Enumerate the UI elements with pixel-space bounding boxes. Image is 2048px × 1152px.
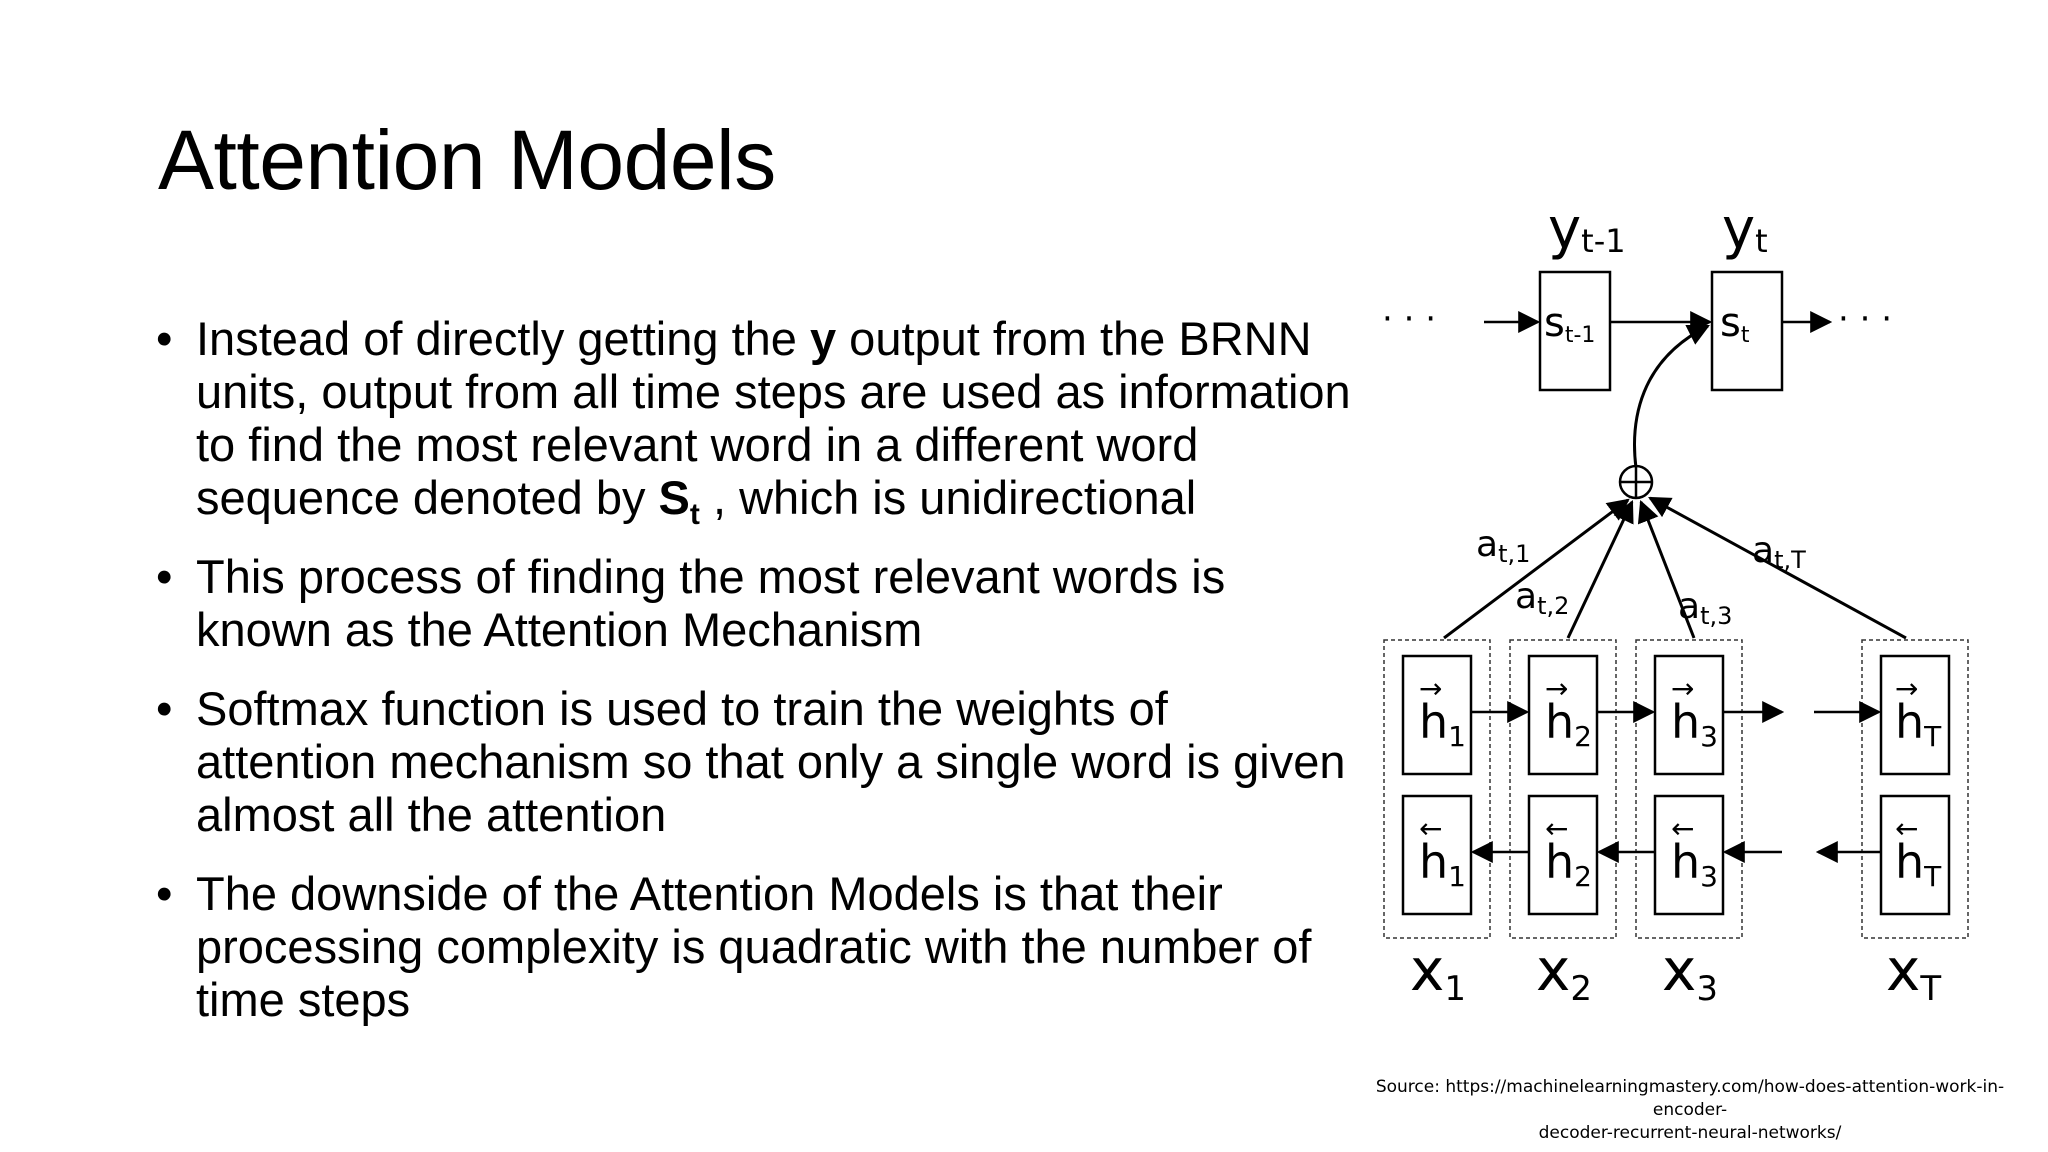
weight-label-2: at,2 bbox=[1515, 576, 1569, 620]
encoder-column-2 bbox=[1509, 639, 1617, 939]
svg-text:h1: h1 bbox=[1419, 695, 1466, 753]
output-label-1: yt-1 bbox=[1548, 197, 1626, 262]
source-line-1: Source: https://machinelearningmastery.c… bbox=[1375, 1077, 2005, 1120]
svg-text:→: → bbox=[1419, 672, 1442, 705]
slide-title: Attention Models bbox=[158, 113, 776, 207]
bullet-bold-st: St bbox=[658, 471, 700, 531]
bullet-dot: • bbox=[156, 550, 173, 603]
backward-box-T bbox=[1879, 794, 1951, 916]
backward-box-1 bbox=[1401, 794, 1473, 916]
output-label-2: yt bbox=[1722, 197, 1768, 262]
context-arrow bbox=[1633, 324, 1710, 469]
state-label-2: st bbox=[1720, 300, 1750, 348]
attention-arrow-1 bbox=[1443, 498, 1630, 640]
bullet-dot: • bbox=[156, 867, 173, 920]
bullet-list: • Instead of directly getting the y outp… bbox=[156, 312, 1356, 1052]
svg-text:←: ← bbox=[1671, 812, 1694, 845]
forward-state-1: → h1 bbox=[1419, 672, 1466, 753]
bullet-text-mid: output from the BRNN units, output from … bbox=[196, 312, 1351, 524]
svg-text:hT: hT bbox=[1895, 695, 1942, 753]
forward-state-2: → h2 bbox=[1545, 672, 1592, 753]
ellipsis-left: · · · bbox=[1382, 299, 1436, 339]
bullet-item: • The downside of the Attention Models i… bbox=[156, 867, 1356, 1026]
attention-arrow-2 bbox=[1566, 500, 1634, 639]
forward-state-T: → hT bbox=[1895, 672, 1942, 753]
forward-state-3: → h3 bbox=[1671, 672, 1718, 753]
svg-text:h2: h2 bbox=[1545, 835, 1592, 893]
weight-label-3: at,3 bbox=[1678, 586, 1732, 630]
state-label-1: st-1 bbox=[1544, 300, 1595, 348]
svg-text:→: → bbox=[1671, 672, 1694, 705]
bullet-item: • Instead of directly getting the y outp… bbox=[156, 312, 1356, 531]
backward-state-3: ← h3 bbox=[1671, 812, 1718, 893]
svg-text:h2: h2 bbox=[1545, 695, 1592, 753]
attention-arrow-3 bbox=[1637, 499, 1696, 639]
forward-box-3 bbox=[1653, 654, 1725, 776]
svg-text:h1: h1 bbox=[1419, 835, 1466, 893]
encoder-column-1 bbox=[1383, 639, 1491, 939]
bullet-item: • Softmax function is used to train the … bbox=[156, 682, 1356, 841]
backward-state-2: ← h2 bbox=[1545, 812, 1592, 893]
ellipsis-right: · · · bbox=[1838, 299, 1892, 339]
attention-arrow-T bbox=[1648, 496, 1907, 640]
bullet-dot: • bbox=[156, 312, 173, 365]
bullet-text: Softmax function is used to train the we… bbox=[196, 682, 1346, 841]
encoder-column-T bbox=[1861, 639, 1969, 939]
svg-text:←: ← bbox=[1895, 812, 1918, 845]
svg-text:h3: h3 bbox=[1671, 835, 1718, 893]
forward-box-1 bbox=[1401, 654, 1473, 776]
bullet-text-pre: Instead of directly getting the bbox=[196, 312, 810, 365]
svg-text:←: ← bbox=[1419, 812, 1442, 845]
svg-text:←: ← bbox=[1545, 812, 1568, 845]
svg-text:→: → bbox=[1545, 672, 1568, 705]
state-box-2 bbox=[1710, 270, 1784, 392]
bullet-dot: • bbox=[156, 682, 173, 735]
backward-box-3 bbox=[1653, 794, 1725, 916]
svg-text:hT: hT bbox=[1895, 835, 1942, 893]
svg-text:→: → bbox=[1895, 672, 1918, 705]
bullet-text: The downside of the Attention Models is … bbox=[196, 867, 1312, 1026]
bullet-text: This process of finding the most relevan… bbox=[196, 550, 1226, 656]
backward-state-1: ← h1 bbox=[1419, 812, 1466, 893]
source-citation: Source: https://machinelearningmastery.c… bbox=[1340, 1076, 2040, 1145]
input-label-1: x1 bbox=[1410, 936, 1466, 1009]
state-box-1 bbox=[1538, 270, 1612, 392]
bullet-item: • This process of finding the most relev… bbox=[156, 550, 1356, 656]
input-label-3: x3 bbox=[1662, 936, 1718, 1009]
bullet-bold-y: y bbox=[809, 312, 837, 365]
source-line-2: decoder-recurrent-neural-networks/ bbox=[1538, 1123, 1842, 1143]
svg-text:h3: h3 bbox=[1671, 695, 1718, 753]
bullet-text-post: , which is unidirectional bbox=[699, 471, 1197, 524]
input-label-T: xT bbox=[1886, 936, 1941, 1009]
input-label-2: x2 bbox=[1536, 936, 1592, 1009]
backward-state-T: ← hT bbox=[1895, 812, 1942, 893]
encoder-column-3 bbox=[1635, 639, 1743, 939]
weight-label-1: at,1 bbox=[1476, 524, 1530, 568]
weight-label-T: at,T bbox=[1752, 530, 1806, 574]
backward-box-2 bbox=[1527, 794, 1599, 916]
